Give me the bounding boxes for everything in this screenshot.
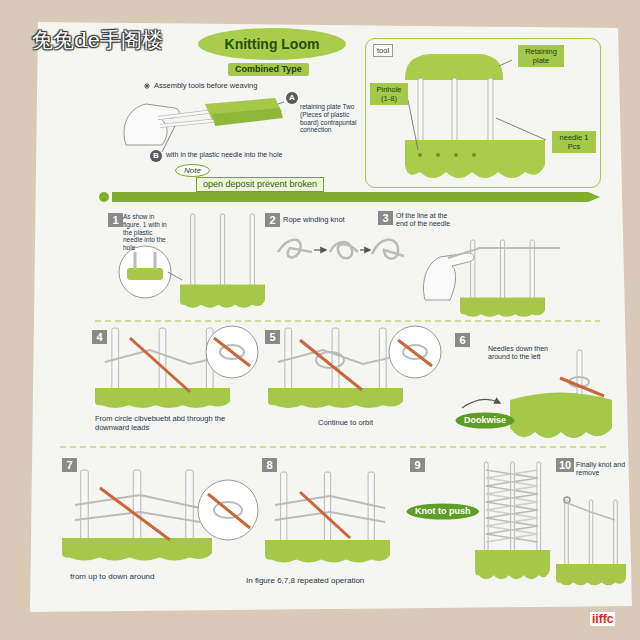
part-tag: needle 1 Pcs <box>552 131 596 153</box>
step-number: 7 <box>62 458 77 472</box>
watermark: 兔兔de手阁楼 <box>32 28 163 53</box>
step-number: 10 <box>556 458 574 472</box>
step-number: 3 <box>378 211 393 225</box>
callout-circle: B <box>150 150 162 162</box>
node-text: Note <box>184 166 201 175</box>
node-text: needle 1 Pcs <box>555 133 593 151</box>
node-text: B <box>150 150 162 162</box>
step-number: 5 <box>265 330 280 344</box>
node-text: 5 <box>268 330 277 344</box>
node-text: 8 <box>265 458 274 472</box>
node-text: 4 <box>95 330 104 344</box>
section-band <box>99 192 600 202</box>
paper-sheet <box>30 22 632 612</box>
step1-illustration <box>119 214 265 308</box>
step-text: from up to down around <box>70 572 155 582</box>
oval-outline <box>407 504 480 520</box>
node-text: A <box>286 92 298 104</box>
assembly-illustration <box>124 98 284 152</box>
step2-knots <box>278 240 404 259</box>
oval-outline <box>176 165 210 177</box>
title-text: Knitting Loom <box>200 36 344 52</box>
step-text: Finally knot and remove <box>576 461 626 478</box>
node-text: 9 <box>413 458 422 472</box>
node-text: Dookwise <box>464 415 506 426</box>
step4-illustration <box>95 326 258 408</box>
step-text: Of the line at the end of the needle <box>396 212 458 229</box>
step8-illustration <box>265 472 390 563</box>
node-text: 10 <box>559 458 571 472</box>
node-text: Retaining plate <box>521 47 561 65</box>
part-note: retaining plate Two (Pieces of plastic b… <box>300 103 362 134</box>
oval-outline <box>456 413 515 429</box>
node-text: 2 <box>268 213 277 227</box>
asterisk-symbol <box>144 83 150 89</box>
step-number: 4 <box>92 330 107 344</box>
title-ellipse <box>198 28 346 60</box>
node-text: 6 <box>458 333 467 347</box>
step-text: Continue to orbit <box>318 418 373 427</box>
node-text: Knot to push <box>415 506 471 517</box>
part-tag: Pinhole (1-8) <box>370 83 408 105</box>
step-number: 8 <box>262 458 277 472</box>
step-text: As show in figure. 1 with in the plastic… <box>123 213 173 252</box>
parts-illustration <box>405 54 546 178</box>
step7-illustration <box>62 470 258 561</box>
dashed-separator <box>95 321 600 322</box>
step3-illustration <box>423 240 560 317</box>
node-text: tool <box>373 44 393 57</box>
step10-illustration <box>556 497 626 585</box>
node-text: Pinhole (1-8) <box>373 85 405 103</box>
warning-box: open deposit prevent broken <box>196 177 324 192</box>
step-text: From circle cibvebuebt abd through the d… <box>95 414 235 432</box>
step-text: In figure 6,7,8 repeated operation <box>246 576 364 586</box>
node-text: open deposit prevent broken <box>203 179 317 190</box>
part-tag: Retaining plate <box>518 45 564 67</box>
node-text: 3 <box>381 211 390 225</box>
step6-illustration <box>462 350 612 438</box>
step-number: 9 <box>410 458 425 472</box>
tool-panel: tool Retaining platePinhole (1-8) needle 1… <box>365 38 601 188</box>
direction-pill: Dookwise <box>455 412 515 429</box>
step5-illustration <box>268 326 441 408</box>
action-pill: Knot to push <box>406 503 480 520</box>
type-band: Combined Type <box>228 63 309 76</box>
step-text: Needles down then around to the left <box>488 345 556 362</box>
step-number: 2 <box>265 213 280 227</box>
note-oval: Note <box>175 164 210 177</box>
node-text: Combined Type <box>235 64 302 75</box>
step-text: Rope winding knot <box>283 215 345 224</box>
node-text: 7 <box>65 458 74 472</box>
callout-circle: A <box>286 92 298 104</box>
watermark: iiffc <box>590 612 615 626</box>
step9-illustration <box>475 462 550 579</box>
part-note: with in the plastic needle into the hole <box>166 151 282 159</box>
node-text: 1 <box>111 213 120 227</box>
step-number: 1 <box>108 213 123 227</box>
section-note: Assembly tools before weaving <box>154 81 257 90</box>
dashed-separator <box>60 447 610 448</box>
step-number: 6 <box>455 333 470 347</box>
